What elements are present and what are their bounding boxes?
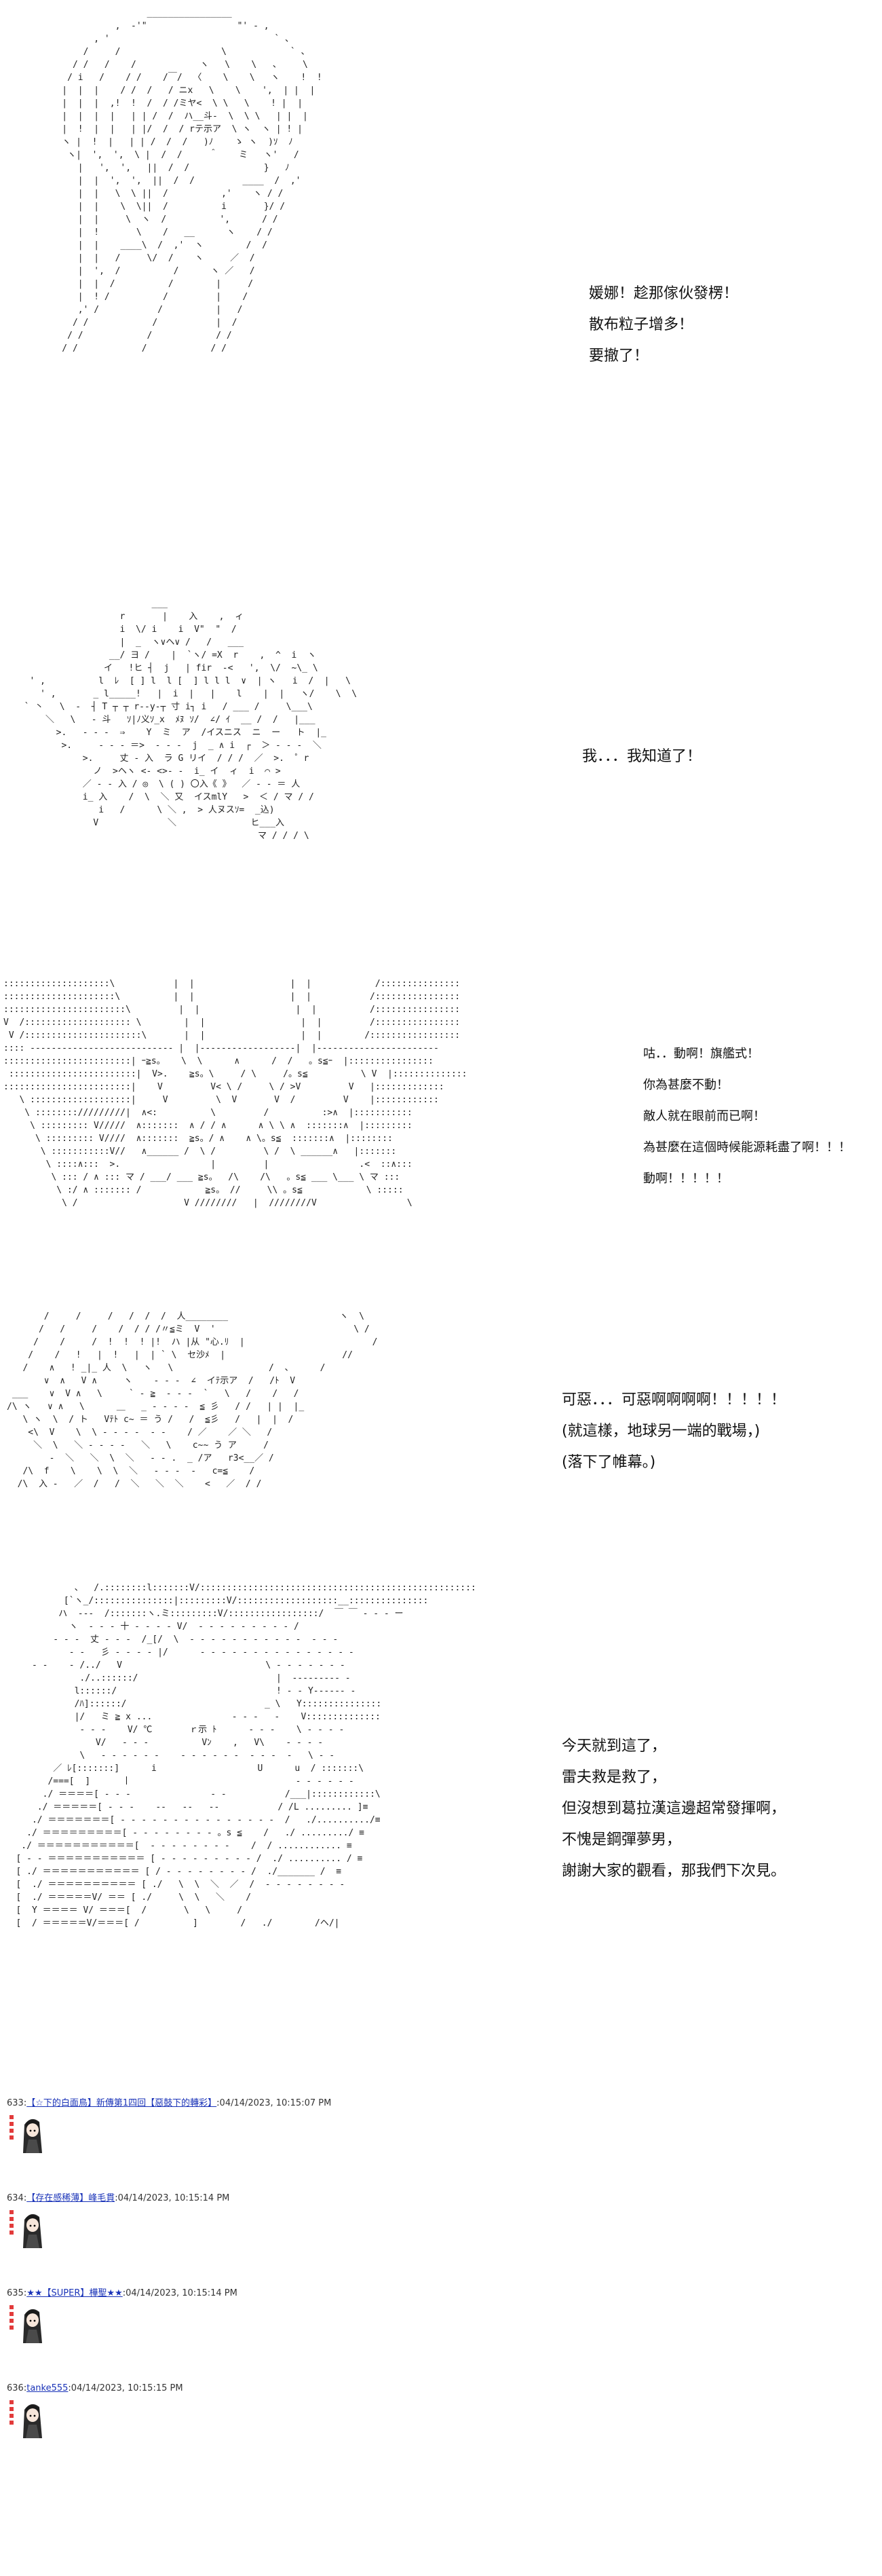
dialogue-line: 散布粒子增多！ bbox=[589, 316, 694, 333]
dialogue-line: (落下了帷幕。) bbox=[562, 1454, 656, 1471]
comment-number: 633 bbox=[7, 2098, 24, 2108]
avatar-icon[interactable] bbox=[8, 2207, 52, 2251]
dialogue-line: (就這樣，地球另一端的戰場，) bbox=[562, 1423, 761, 1440]
dialogue-panel-1: 媛娜！趁那傢伙發楞！ 散布粒子增多！ 要撤了！ bbox=[589, 278, 738, 372]
comment-username-link[interactable]: tanke555 bbox=[26, 2383, 69, 2393]
dialogue-line: 動啊！！！！！ bbox=[643, 1172, 729, 1186]
ascii-art-mecha-cockpit: ::::::::::::::::::::\ | | | | /:::::::::… bbox=[3, 979, 467, 1208]
comment-timestamp: 04/14/2023, 10:15:15 PM bbox=[71, 2383, 183, 2393]
comment-username-link[interactable]: 【☆下的白面鳥】新傳第1四回【惡鼓下的轉彩】 bbox=[26, 2098, 217, 2108]
ascii-art-character-angry: / / / / / / 人________ ヽ \ / / / / / / /〃… bbox=[7, 1311, 378, 1489]
dialogue-line: 為甚麼在這個時候能源耗盡了啊！！！ bbox=[643, 1140, 851, 1155]
panel-5: 、 /.::::::::l:::::::V/::::::::::::::::::… bbox=[0, 1575, 882, 2077]
dialogue-line: 我．．．我知道了！ bbox=[582, 748, 702, 765]
dialogue-panel-4: 可惡．．．可惡啊啊啊啊！！！！！ (就這樣，地球另一端的戰場，) (落下了帷幕。… bbox=[562, 1385, 786, 1478]
comment-item: 633:【☆下的白面鳥】新傳第1四回【惡鼓下的轉彩】:04/14/2023, 1… bbox=[7, 2097, 821, 2192]
dialogue-line: 媛娜！趁那傢伙發楞！ bbox=[589, 285, 739, 302]
avatar-icon[interactable] bbox=[8, 2302, 52, 2346]
avatar-icon[interactable] bbox=[8, 2397, 52, 2441]
dialogue-line: 不愧是鋼彈夢男， bbox=[562, 1831, 682, 1848]
panel-2: ___ r | 入 , ィ i \/ i i V" " / | _ ヽ∨ヘ∨ /… bbox=[0, 591, 882, 957]
panel-3: ::::::::::::::::::::\ | | | | /:::::::::… bbox=[0, 964, 882, 1303]
dialogue-line: 今天就到這了， bbox=[562, 1738, 667, 1755]
comment-item: 635:★★【SUPER】樺聖★★:04/14/2023, 10:15:14 P… bbox=[7, 2288, 821, 2383]
dialogue-line: 謝謝大家的觀看，那我們下次見。 bbox=[562, 1863, 786, 1880]
dialogue-line: 要撤了！ bbox=[589, 348, 649, 365]
comment-username-link[interactable]: ★★【SUPER】樺聖★★ bbox=[26, 2288, 123, 2298]
comment-number: 636 bbox=[7, 2383, 24, 2393]
avatar-icon[interactable] bbox=[8, 2112, 52, 2156]
comment-timestamp: 04/14/2023, 10:15:14 PM bbox=[126, 2288, 237, 2298]
dialogue-line: 敵人就在眼前而已啊！ bbox=[643, 1109, 765, 1123]
comment-header: 634:【存在感稀薄】峰毛貫:04/14/2023, 10:15:14 PM bbox=[7, 2193, 230, 2203]
comment-username-link[interactable]: 【存在感稀薄】峰毛貫 bbox=[26, 2193, 115, 2203]
comment-header: 633:【☆下的白面鳥】新傳第1四回【惡鼓下的轉彩】:04/14/2023, 1… bbox=[7, 2098, 332, 2108]
comment-header: 635:★★【SUPER】樺聖★★:04/14/2023, 10:15:14 P… bbox=[7, 2288, 237, 2298]
panel-4: / / / / / / 人________ ヽ \ / / / / / / /〃… bbox=[0, 1303, 882, 1575]
dialogue-line: 咕．．動啊！旗艦式！ bbox=[643, 1047, 759, 1061]
dialogue-panel-3: 咕．．動啊！旗艦式！ 你為甚麼不動！ 敵人就在眼前而已啊！ 為甚麼在這個時候能源… bbox=[643, 1039, 851, 1195]
comment-item: 636:tanke555:04/14/2023, 10:15:15 PM bbox=[7, 2383, 821, 2478]
comment-item: 634:【存在感稀薄】峰毛貫:04/14/2023, 10:15:14 PM bbox=[7, 2192, 821, 2288]
comment-header: 636:tanke555:04/14/2023, 10:15:15 PM bbox=[7, 2383, 183, 2393]
comment-number: 635 bbox=[7, 2288, 24, 2298]
dialogue-line: 但沒想到葛拉漢這邊超常發揮啊， bbox=[562, 1800, 786, 1817]
ascii-art-character-hooded: ________________ , -'" "' - , , ' ` 、 / … bbox=[62, 8, 322, 354]
dialogue-line: 雷夫救是救了， bbox=[562, 1769, 667, 1786]
dialogue-panel-2: 我．．．我知道了！ bbox=[582, 741, 702, 772]
dialogue-line: 你為甚麼不動！ bbox=[643, 1078, 729, 1092]
ascii-art-character-spiky: ___ r | 入 , ィ i \/ i i V" " / | _ ヽ∨ヘ∨ /… bbox=[24, 599, 358, 841]
comment-timestamp: 04/14/2023, 10:15:14 PM bbox=[117, 2193, 230, 2203]
dialogue-panel-5: 今天就到這了， 雷夫救是救了， 但沒想到葛拉漢這邊超常發揮啊， 不愧是鋼彈夢男，… bbox=[562, 1731, 786, 1887]
comment-number: 634 bbox=[7, 2193, 24, 2203]
comment-timestamp: 04/14/2023, 10:15:07 PM bbox=[219, 2098, 332, 2108]
panel-1: ________________ , -'" "' - , , ' ` 、 / … bbox=[0, 0, 882, 584]
ascii-art-character-smiling: 、 /.::::::::l:::::::V/::::::::::::::::::… bbox=[16, 1583, 476, 1928]
dialogue-line: 可惡．．．可惡啊啊啊啊！！！！！ bbox=[562, 1392, 786, 1408]
